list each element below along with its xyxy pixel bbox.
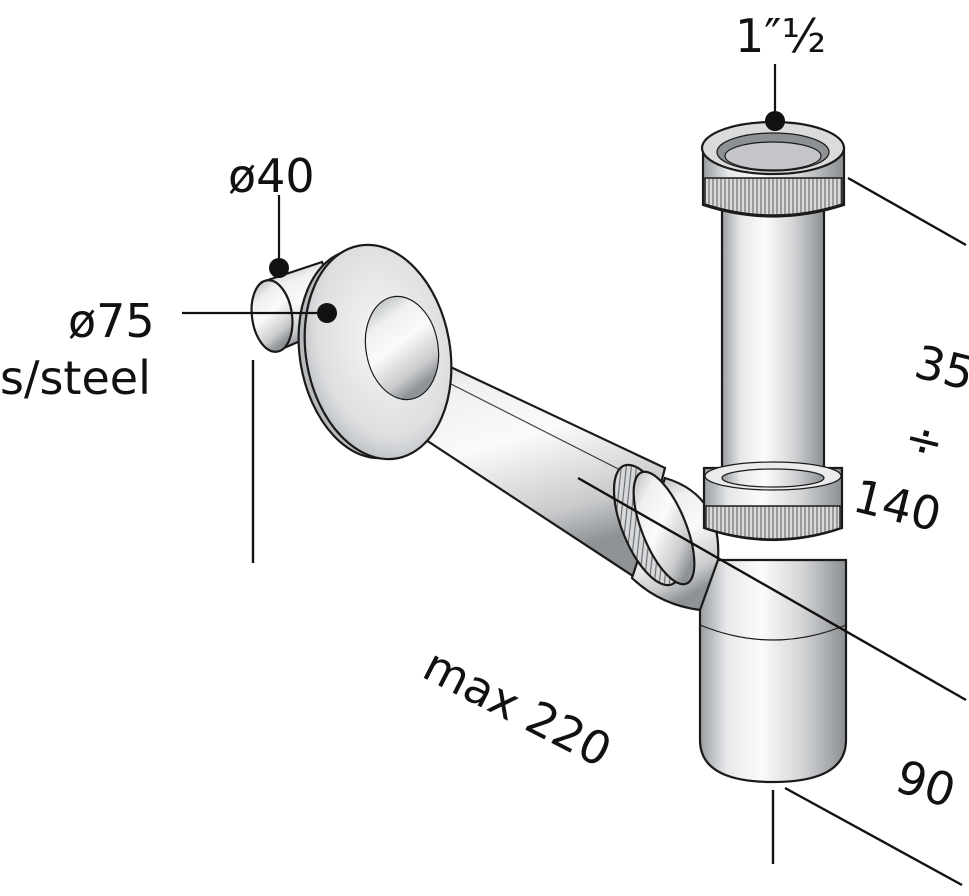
pipe-diameter-label: ø40 xyxy=(228,149,315,203)
bottle-shoulder xyxy=(699,624,847,641)
bottom-right-extension-line xyxy=(784,786,963,887)
flange-collar xyxy=(364,295,440,401)
dimension-lines xyxy=(251,176,967,887)
vertical-union-knurl xyxy=(705,505,841,540)
reach-dimension-line xyxy=(577,476,967,702)
top-nut-knurl xyxy=(704,177,843,216)
bottle-body xyxy=(698,558,848,784)
material-label: s/steel xyxy=(0,351,151,405)
pipe-diameter-dot xyxy=(269,258,289,278)
vertical-tube-into-nut xyxy=(721,468,825,488)
height-label-group: 35 ÷ 140 xyxy=(848,334,969,543)
trap-body xyxy=(612,120,848,784)
top-nut-inner xyxy=(724,141,822,171)
vertical-tube xyxy=(720,198,826,502)
flange-diameter-dot xyxy=(317,303,337,323)
reach-label: max 220 xyxy=(415,638,620,778)
top-right-extension-line xyxy=(847,176,967,247)
depth-label: 90 xyxy=(890,749,962,818)
horizontal-pipe xyxy=(250,243,667,580)
top-thread-label: 1″½ xyxy=(735,9,826,63)
callouts xyxy=(182,64,785,323)
top-thread-dot xyxy=(765,111,785,131)
height-max-label: 140 xyxy=(848,469,946,543)
height-min-label: 35 xyxy=(910,334,969,401)
height-sep-label: ÷ xyxy=(899,409,949,471)
flange-diameter-label: ø75 xyxy=(68,294,155,348)
